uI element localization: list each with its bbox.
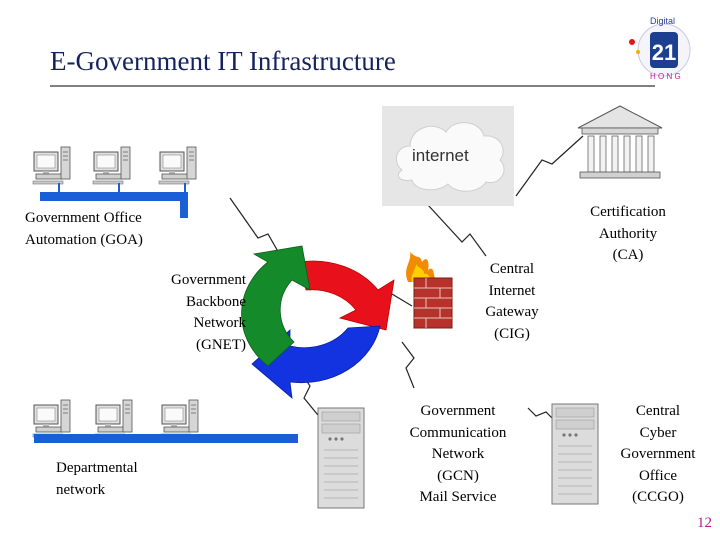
desktop-computer-icon bbox=[94, 399, 133, 438]
desktop-computer-icon bbox=[160, 399, 199, 438]
goa-label-line: Automation (GOA) bbox=[25, 231, 143, 248]
svg-text:Digital: Digital bbox=[650, 16, 675, 26]
internet-cloud bbox=[382, 106, 514, 206]
departmental-label-line: network bbox=[56, 481, 106, 498]
departmental-lan-bar bbox=[34, 434, 298, 443]
gcn-label-line: (GCN) bbox=[437, 467, 479, 484]
ccgo-label-line: Cyber bbox=[639, 424, 677, 441]
cig-label-line: Central bbox=[489, 261, 535, 277]
goa-lan-bar bbox=[40, 192, 188, 201]
cig-label-line: (CIG) bbox=[494, 325, 530, 342]
circular-arrows-icon bbox=[241, 245, 395, 399]
gnet-label-line: Government bbox=[171, 272, 246, 288]
gcn-label-line: Government bbox=[420, 403, 496, 419]
cig-label: Central Internet Gateway (CIG) bbox=[466, 259, 558, 345]
gnet-label: Government Backbone Network (GNET) bbox=[140, 270, 246, 356]
ccgo-label-line: Government bbox=[620, 446, 696, 462]
internet-label: internet bbox=[412, 146, 469, 165]
ca-label-line: (CA) bbox=[612, 247, 644, 263]
goa-network bbox=[32, 146, 197, 218]
goa-label-line: Government Office bbox=[25, 210, 142, 226]
cig-label-line: Internet bbox=[488, 282, 536, 299]
svg-text:21: 21 bbox=[652, 40, 676, 65]
gcn-server-icon bbox=[317, 407, 365, 509]
ccgo-label-line: (CCGO) bbox=[632, 489, 684, 505]
ca-label-line: Certification bbox=[590, 204, 666, 220]
firewall-icon bbox=[406, 252, 453, 329]
gcn-label-line: Network bbox=[431, 446, 485, 462]
goa-label: Government Office Automation (GOA) bbox=[25, 208, 143, 251]
departmental-label: Departmental network bbox=[56, 458, 138, 501]
gnet-label-line: Backbone bbox=[186, 293, 246, 310]
ca-label-line: Authority bbox=[598, 225, 658, 242]
departmental-label-line: Departmental bbox=[56, 460, 138, 476]
desktop-computer-icon bbox=[32, 146, 71, 185]
gcn-label-line: Communication bbox=[409, 424, 507, 441]
ca-label: Certification Authority (CA) bbox=[570, 202, 686, 267]
gnet-label-line: (GNET) bbox=[196, 336, 246, 353]
svg-text:H O N G: H O N G bbox=[650, 72, 681, 81]
desktop-computer-icon bbox=[158, 146, 197, 185]
desktop-computer-icon bbox=[32, 399, 71, 438]
departmental-network bbox=[32, 399, 298, 443]
desktop-computer-icon bbox=[92, 146, 131, 185]
gcn-label: Government Communication Network (GCN) M… bbox=[388, 401, 528, 509]
page-number: 12 bbox=[697, 515, 712, 531]
ccgo-label-line: Central bbox=[635, 403, 681, 419]
gnet-label-line: Network bbox=[193, 315, 247, 331]
government-building-icon bbox=[577, 105, 663, 179]
ccgo-label: Central Cyber Government Office (CCGO) bbox=[604, 401, 712, 509]
ccgo-server-icon bbox=[551, 403, 599, 505]
digital-21-logo: 21 Digital H O N G bbox=[629, 16, 691, 81]
cig-label-line: Gateway bbox=[485, 304, 539, 320]
gcn-label-line: Mail Service bbox=[419, 489, 497, 505]
slide-title: E-Government IT Infrastructure bbox=[50, 46, 396, 76]
ccgo-label-line: Office bbox=[638, 467, 678, 484]
